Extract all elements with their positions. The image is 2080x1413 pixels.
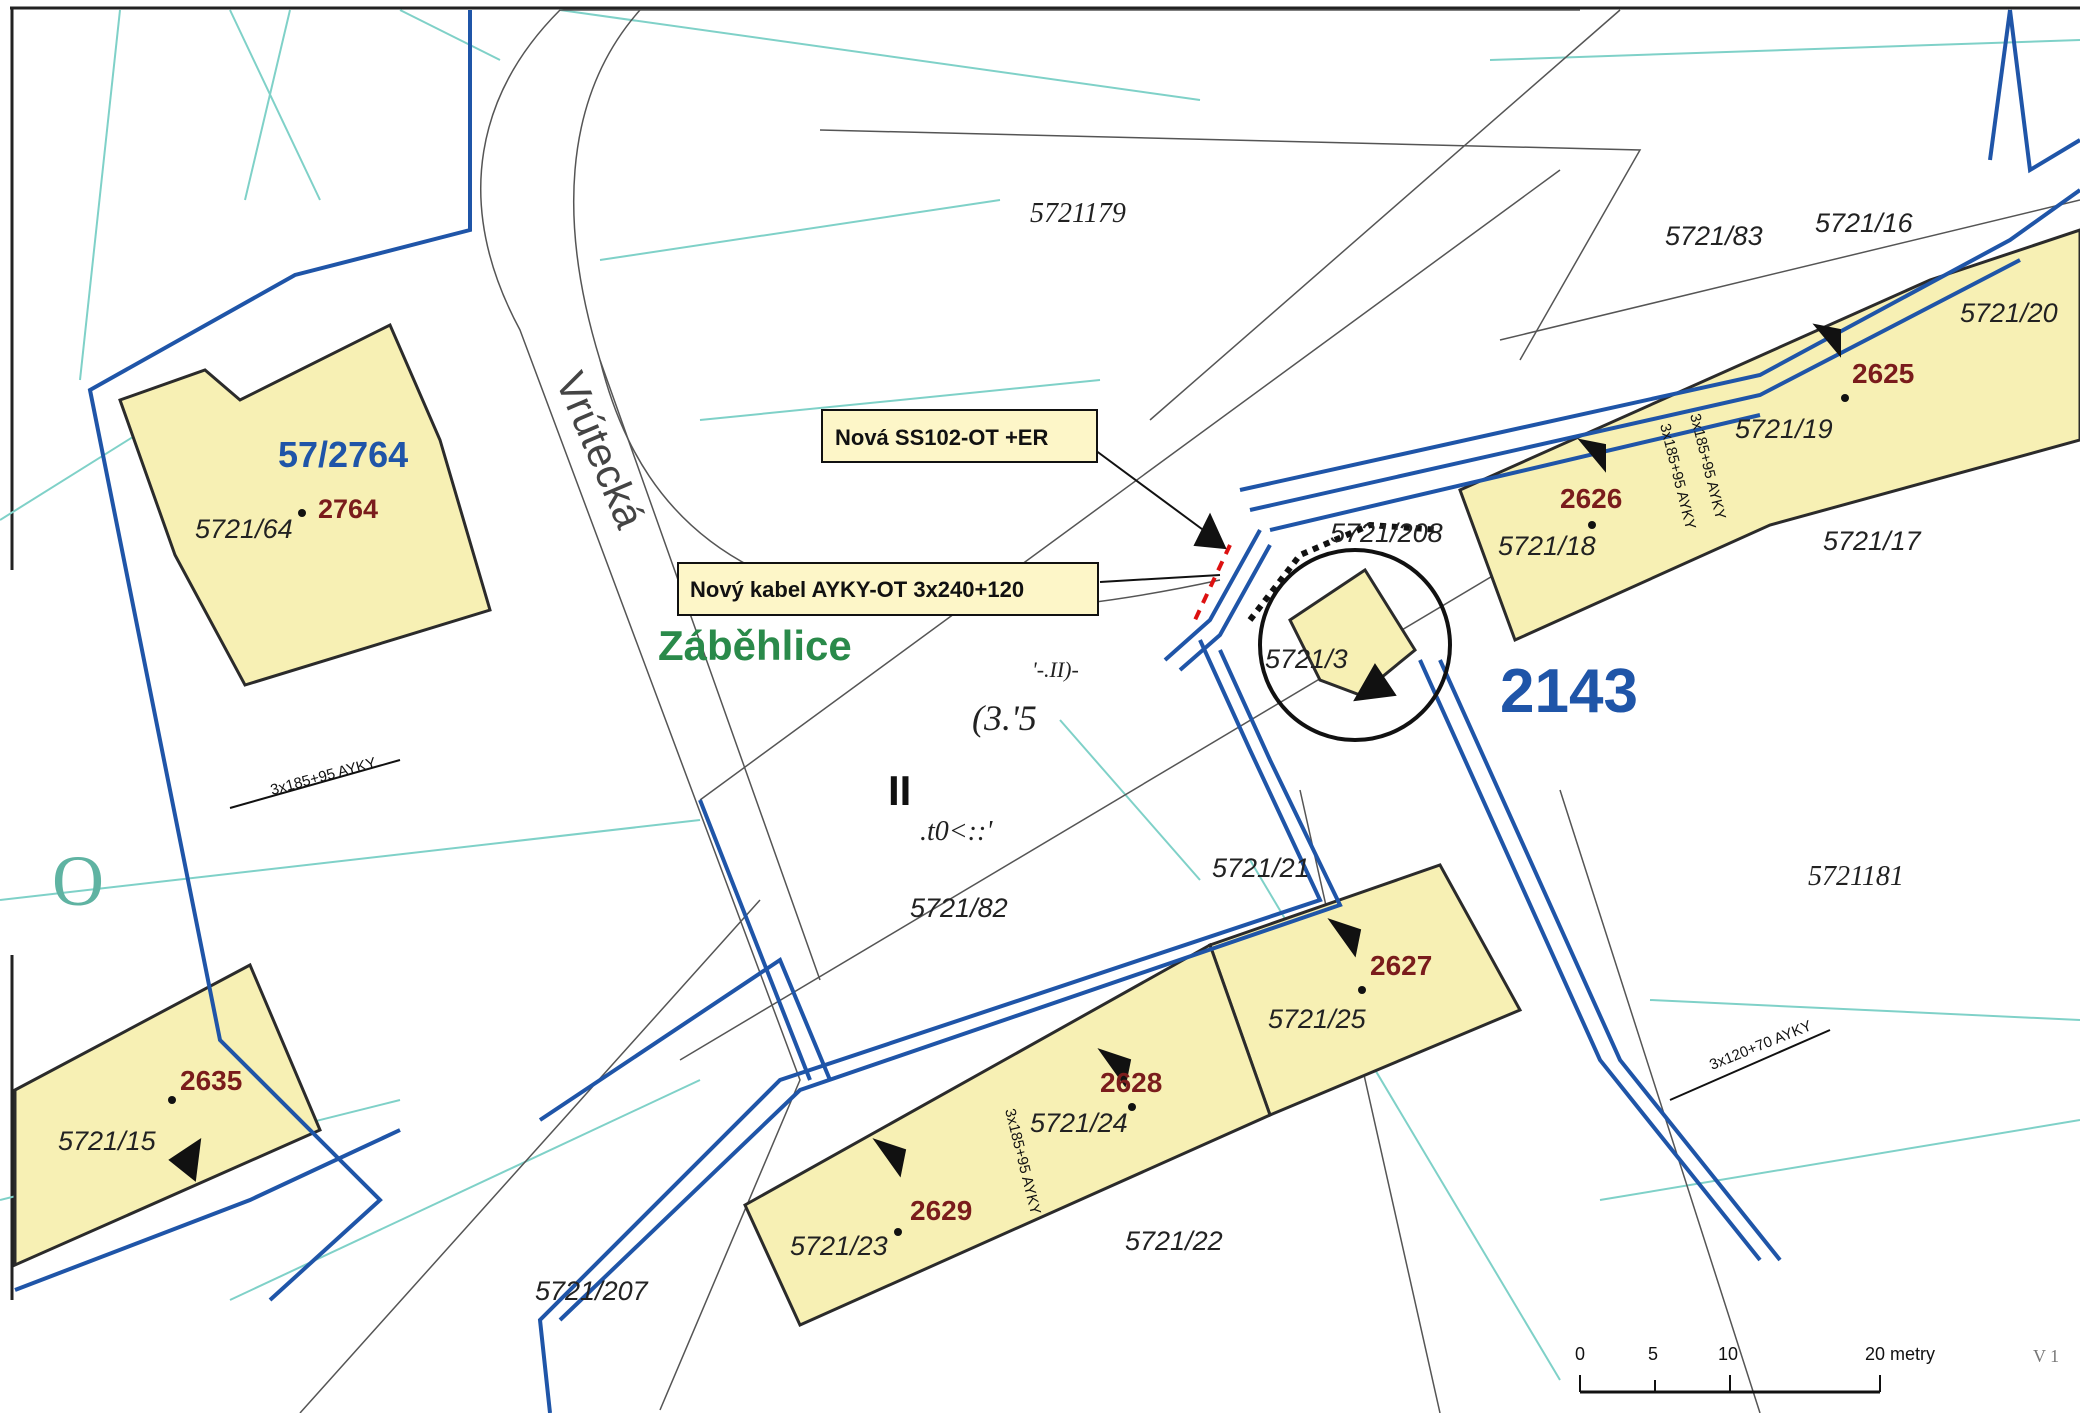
parcel-label: 5721/24 [1030, 1108, 1128, 1138]
scale-tick: 20 metry [1865, 1344, 1935, 1364]
building-5721-3 [1288, 567, 1417, 697]
building-number: 2625 [1852, 358, 1914, 389]
parcel-label: 5721/20 [1960, 298, 2058, 328]
scale-bar: 0 5 10 20 metry [1575, 1344, 1935, 1394]
callout-station-text: Nová SS102-OT +ER [835, 425, 1048, 450]
building-ref-label: 57/2764 [278, 434, 408, 475]
callout-leaders [1094, 449, 1227, 583]
parcel-label: 5721/207 [535, 1276, 649, 1306]
scale-tick: 0 [1575, 1344, 1585, 1364]
parcel-label: 5721/15 [58, 1126, 157, 1156]
building-numbers: 2764 2625 2626 2627 2628 2629 2635 [180, 358, 1914, 1226]
building-number: 2626 [1560, 483, 1622, 514]
noise-text: .t0<::' [920, 816, 993, 847]
parcel-label: 5721/21 [1212, 853, 1310, 883]
section-label: 2143 [1500, 657, 1638, 726]
parcel-label: 5721179 [1030, 198, 1126, 229]
noise-text: V 1 [2033, 1346, 2059, 1366]
building-number: 2764 [318, 494, 378, 524]
district-name: Záběhlice [658, 622, 852, 669]
parcel-label: 5721/25 [1268, 1004, 1367, 1034]
parcel-label: 5721/23 [790, 1231, 888, 1261]
building-number: 2629 [910, 1195, 972, 1226]
noise-text: II [888, 767, 911, 814]
noise-text: (3.'5 [972, 698, 1037, 738]
callout-cable-text: Nový kabel AYKY-OT 3x240+120 [690, 577, 1024, 602]
parcel-label: 5721/17 [1823, 526, 1922, 556]
noise-text: O [52, 841, 104, 921]
parcel-label: 5721/64 [195, 514, 293, 544]
scale-tick: 10 [1718, 1344, 1738, 1364]
buildings [13, 228, 2080, 1327]
new-cable-red [1193, 544, 1232, 621]
parcel-label: 5721/16 [1815, 208, 1914, 238]
building-2628-2629-row [743, 942, 1272, 1327]
callout-station: Nová SS102-OT +ER [821, 409, 1098, 463]
callout-cable: Nový kabel AYKY-OT 3x240+120 [677, 562, 1099, 616]
scale-tick: 5 [1648, 1344, 1658, 1364]
parcel-label: 5721181 [1808, 861, 1904, 892]
parcel-label: 5721/82 [910, 893, 1008, 923]
parcel-label: 5721/19 [1735, 414, 1833, 444]
parcel-labels: 5721179 5721/83 5721/16 5721/20 5721/19 … [58, 198, 2058, 1306]
substation-hatch [1247, 521, 1441, 622]
building-number: 2627 [1370, 950, 1432, 981]
building-number: 2635 [180, 1065, 242, 1096]
parcel-label: 5721/208 [1330, 518, 1443, 548]
building-dots [168, 394, 1849, 1236]
parcel-label: 5721/3 [1265, 644, 1348, 674]
parcel-label: 5721/83 [1665, 221, 1763, 251]
substation-circle [1258, 548, 1452, 742]
noise-text: '-.II)- [1032, 657, 1079, 682]
building-2635-row [13, 962, 322, 1268]
cable-arrows [168, 323, 1841, 1182]
parcel-label: 5721/18 [1498, 531, 1596, 561]
building-2764 [118, 322, 492, 687]
parcel-boundaries [0, 9, 2080, 1381]
scan-noise: (3.'5 '-.II)- II .t0<::' O V 1 [52, 657, 2059, 1366]
building-2626-2625-row [1458, 228, 2080, 643]
building-number: 2628 [1100, 1067, 1162, 1098]
cable-routes [14, 9, 2080, 1413]
parcel-label: 5721/22 [1125, 1226, 1223, 1256]
